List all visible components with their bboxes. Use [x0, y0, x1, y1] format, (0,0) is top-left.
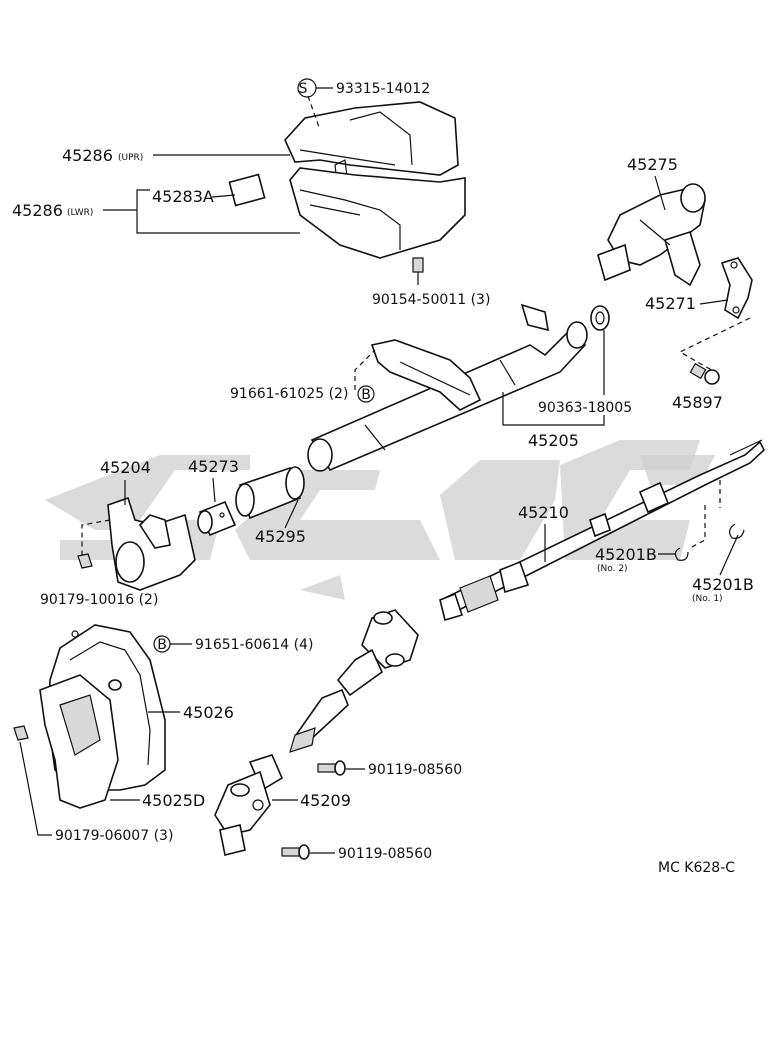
- nut-90179-10016-icon: [77, 553, 93, 569]
- column-cover-lower: [289, 167, 466, 259]
- bolt-90119-a-icon: [317, 760, 346, 776]
- s-mark: S: [299, 81, 308, 97]
- label-45286-lwr: 45286: [12, 201, 63, 220]
- universal-joint-upper: [336, 609, 419, 697]
- label-91651-60614: 91651-60614 (4): [195, 637, 313, 653]
- label-45209: 45209: [300, 791, 351, 810]
- label-45201b-no1: 45201B: [692, 575, 754, 594]
- b-mark-1: B: [361, 387, 371, 403]
- column-seal-45025d: [39, 674, 122, 809]
- main-shaft-45210: [439, 439, 765, 622]
- label-45201b-no2-sub: (No. 2): [597, 564, 628, 574]
- label-93315-14012: 93315-14012: [336, 81, 430, 97]
- label-45025d: 45025D: [142, 791, 205, 810]
- nut-90179-06007-icon: [13, 725, 29, 741]
- label-45204: 45204: [100, 458, 151, 477]
- bushing-45273: [197, 500, 237, 537]
- label-45201b-no2: 45201B: [595, 545, 657, 564]
- bolt-90119-b-icon: [281, 844, 310, 860]
- diagram-code: MC K628-C: [658, 860, 735, 876]
- label-45205: 45205: [528, 431, 579, 450]
- label-45286-upr-sub: (UPR): [118, 153, 143, 163]
- label-90119-08560-b: 90119-08560: [338, 846, 432, 862]
- snap-ring-no1-icon: [729, 523, 745, 539]
- column-bracket-45275: [597, 183, 706, 287]
- bracket-45271: [720, 257, 753, 320]
- column-cover-upper: [284, 101, 459, 191]
- label-90179-06007: 90179-06007 (3): [55, 828, 173, 844]
- sleeve-45295: [235, 466, 305, 520]
- label-45026: 45026: [183, 703, 234, 722]
- label-45283a: 45283A: [152, 187, 214, 206]
- label-45295: 45295: [255, 527, 306, 546]
- bolt-45897-icon: [689, 362, 720, 385]
- cover-pad-45283a: [228, 173, 266, 207]
- label-45201b-no1-sub: (No. 1): [692, 594, 723, 604]
- label-90363-18005: 90363-18005: [538, 400, 632, 416]
- label-90154-50011: 90154-50011 (3): [372, 292, 490, 308]
- label-45897: 45897: [672, 393, 723, 412]
- column-bracket-45204: [107, 496, 196, 591]
- label-91661-61025: 91661-61025 (2): [230, 386, 348, 402]
- bearing-90363: [590, 305, 610, 331]
- label-45271: 45271: [645, 294, 696, 313]
- snap-ring-no2-icon: [674, 547, 689, 561]
- steering-joint-45209: [214, 754, 284, 856]
- label-90119-08560-a: 90119-08560: [368, 762, 462, 778]
- label-45275: 45275: [627, 155, 678, 174]
- steering-column-tube-45205: [307, 303, 588, 472]
- label-45286-lwr-sub: (LWR): [67, 208, 93, 218]
- label-90179-10016: 90179-10016 (2): [40, 592, 158, 608]
- label-45273: 45273: [188, 457, 239, 476]
- b-mark-2: B: [157, 637, 167, 653]
- label-45210: 45210: [518, 503, 569, 522]
- screw-90154-icon: [412, 257, 424, 285]
- intermediate-shaft: [289, 688, 349, 753]
- label-45286-upr: 45286: [62, 146, 113, 165]
